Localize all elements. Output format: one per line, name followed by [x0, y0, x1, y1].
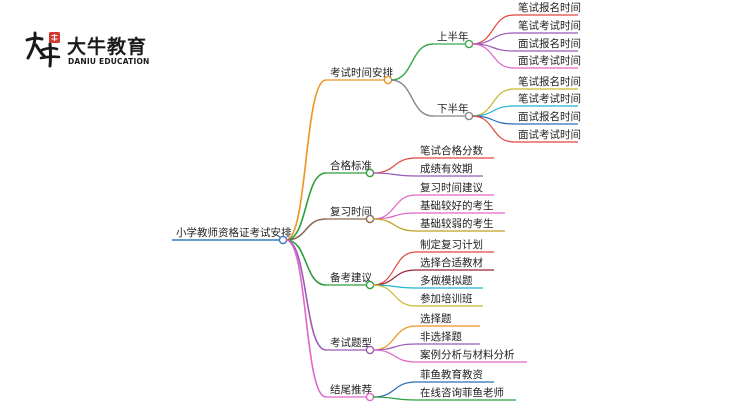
leaf-topic: 笔试报名时间	[518, 75, 581, 88]
connector-line	[471, 115, 515, 143]
connector-line	[372, 157, 417, 174]
connector-line	[372, 251, 417, 286]
connector-line	[471, 105, 515, 117]
leaf-topic: 选择题	[420, 312, 452, 325]
connector-line	[372, 396, 417, 401]
connector-line	[285, 218, 327, 241]
leaf-topic: 笔试报名时间	[518, 1, 581, 14]
leaf-topic: 选择合适教材	[420, 256, 483, 269]
node-dot	[278, 235, 288, 245]
node-dot	[365, 392, 375, 402]
node-dot	[365, 280, 375, 290]
leaf-topic: 非选择题	[420, 330, 462, 343]
connector-line	[372, 349, 417, 363]
logo-subtitle: DANIU EDUCATION	[68, 57, 150, 66]
connector-line	[471, 14, 515, 45]
node-dot	[383, 75, 393, 85]
connector-line	[285, 239, 327, 351]
leaf-topic: 面试报名时间	[518, 37, 581, 50]
leaf-topic: 基础较弱的考生	[420, 217, 494, 230]
connector-line	[372, 269, 417, 286]
branch-topic: 备考建议	[330, 271, 372, 284]
leaf-topic: 案例分析与材料分析	[420, 348, 515, 361]
leaf-topic: 多做模拟题	[420, 274, 473, 287]
connector-line	[285, 79, 327, 241]
leaf-topic: 面试考试时间	[518, 54, 581, 67]
connector-line	[285, 239, 327, 398]
leaf-topic: 笔试考试时间	[518, 92, 581, 105]
leaf-topic: 菲鱼教育教资	[420, 368, 483, 381]
logo-mark-icon	[25, 31, 61, 68]
connector-line	[372, 218, 417, 232]
branch-topic: 结尾推荐	[330, 383, 372, 396]
branch-topic: 合格标准	[330, 159, 372, 172]
branch-topic: 复习时间	[330, 205, 372, 218]
connector-line	[471, 43, 515, 69]
connector-line	[372, 284, 417, 307]
leaf-topic: 制定复习计划	[420, 238, 483, 251]
connector-line	[471, 88, 515, 117]
connector-line	[372, 172, 417, 177]
connector-line	[285, 172, 327, 241]
leaf-topic: 复习时间建议	[420, 181, 483, 194]
leaf-topic: 面试考试时间	[518, 128, 581, 141]
leaf-topic: 成绩有效期	[420, 162, 473, 175]
node-dot	[365, 214, 375, 224]
connector-line	[285, 239, 327, 286]
node-dot	[365, 168, 375, 178]
leaf-topic: 在线咨询菲鱼老师	[420, 386, 504, 399]
connector-line	[390, 43, 434, 81]
branch-topic: 考试题型	[330, 336, 372, 349]
node-dot	[464, 39, 474, 49]
logo-title: 大牛教育	[67, 36, 148, 58]
leaf-topic: 笔试合格分数	[420, 144, 483, 157]
connector-line	[390, 79, 434, 117]
root-topic: 小学教师资格证考试安排	[176, 226, 292, 239]
leaf-topic: 基础较好的考生	[420, 199, 494, 212]
connector-line	[372, 381, 417, 398]
node-dot	[464, 111, 474, 121]
leaf-topic: 面试报名时间	[518, 110, 581, 123]
brand-logo: 大牛教育 DANIU EDUCATION	[22, 28, 152, 72]
branch-topic: 考试时间安排	[330, 66, 393, 79]
leaf-topic: 参加培训班	[420, 292, 473, 305]
node-dot	[365, 345, 375, 355]
group-topic: 下半年	[437, 102, 469, 115]
connector-line	[471, 32, 515, 45]
leaf-topic: 笔试考试时间	[518, 19, 581, 32]
group-topic: 上半年	[437, 30, 469, 43]
